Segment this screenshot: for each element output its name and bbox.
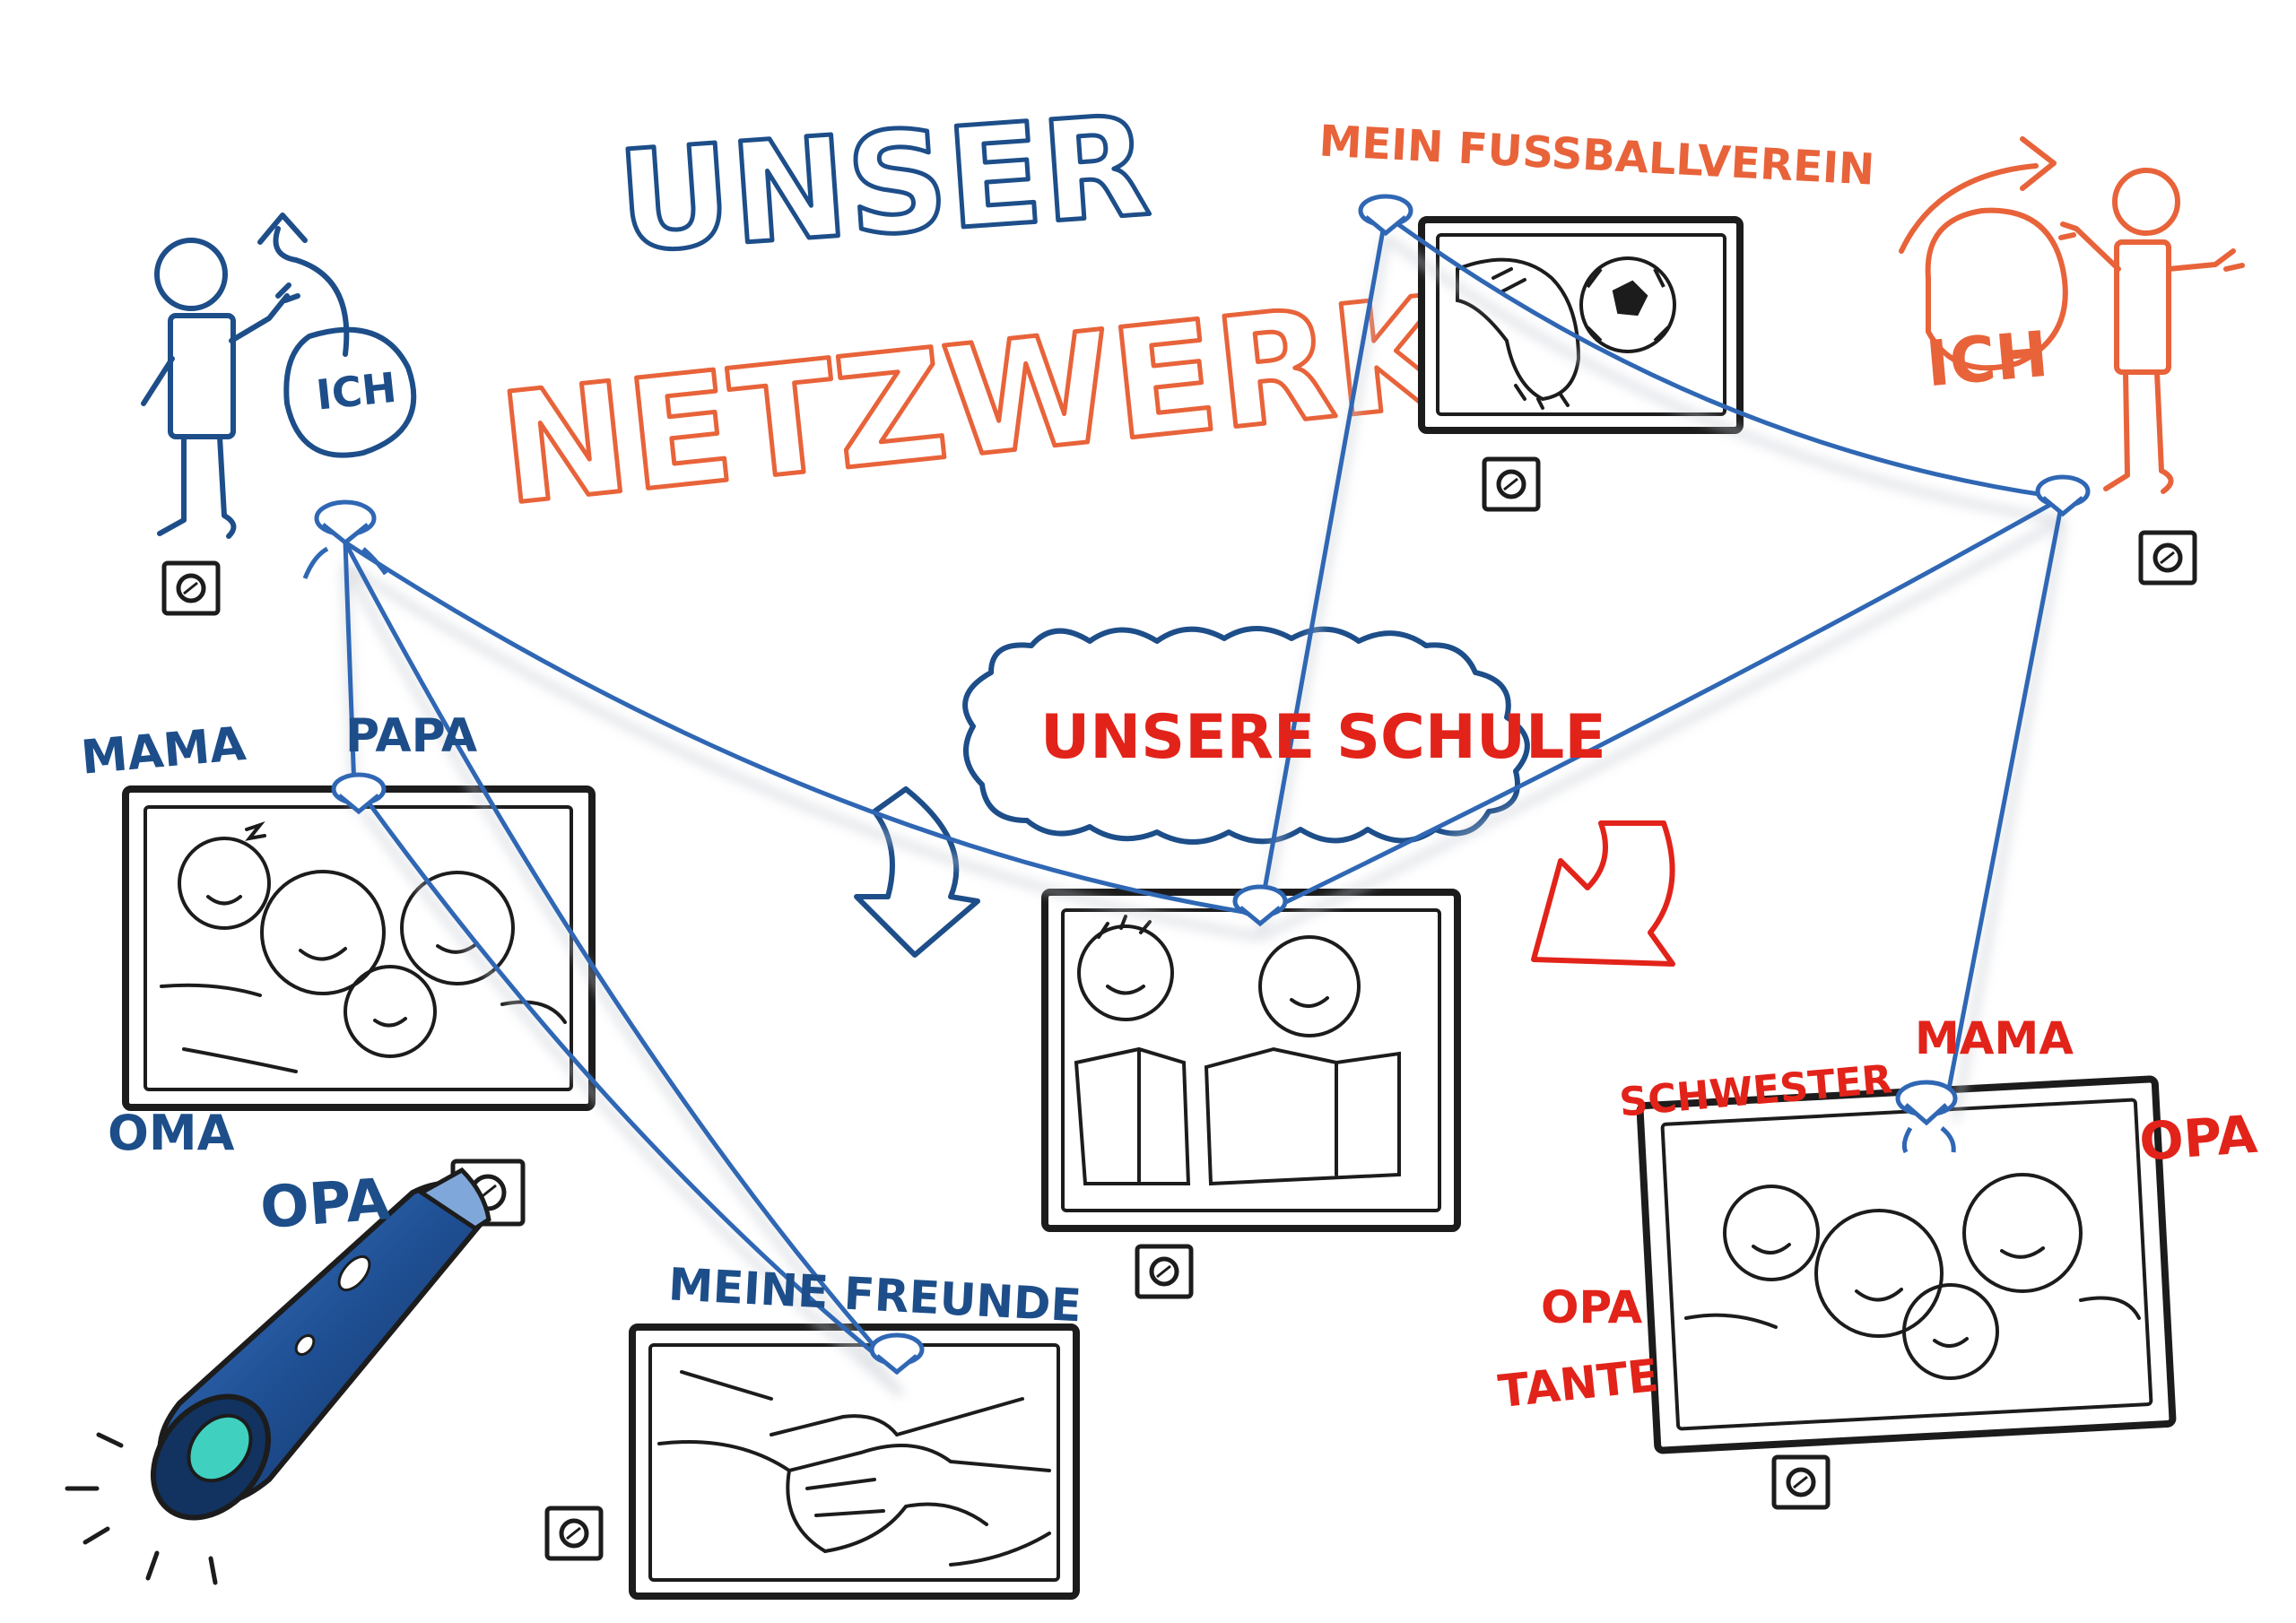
left-ich-label: ICH bbox=[314, 363, 399, 420]
left-person-arm-left bbox=[141, 356, 175, 406]
right-person-body bbox=[2114, 239, 2171, 375]
pin-icon bbox=[302, 499, 388, 579]
outlet-icon bbox=[1482, 456, 1541, 512]
football-icon bbox=[1579, 256, 1676, 353]
school-label: UNSERE SCHULE bbox=[1040, 702, 1606, 773]
pin-icon bbox=[1895, 1080, 1958, 1154]
right-ich-label: ICH bbox=[1923, 317, 2051, 402]
family-right-screen bbox=[1636, 1075, 2177, 1454]
family-right-label-mama: MAMA bbox=[1915, 1012, 2074, 1064]
strings bbox=[343, 213, 2066, 1375]
outlet-icon bbox=[544, 1506, 604, 1561]
club-label: MEIN FUSSBALLVEREIN bbox=[1318, 116, 1875, 195]
left-person-legs bbox=[157, 434, 237, 539]
flashlight-icon bbox=[65, 1167, 491, 1585]
pins bbox=[302, 194, 2091, 1376]
right-ich-bubble bbox=[1925, 207, 2068, 371]
family-right-label-tante: TANTE bbox=[1496, 1350, 1661, 1418]
string-school-to-ich-right bbox=[1257, 495, 2066, 917]
string-school-to-club bbox=[1257, 213, 1388, 917]
string-papa-to-friends bbox=[356, 786, 900, 1375]
string-ich-to-friends bbox=[343, 540, 900, 1375]
friends-label: MEINE FREUNDE bbox=[667, 1258, 1083, 1332]
pin-icon bbox=[1232, 884, 1288, 927]
left-ich-bubble bbox=[283, 326, 417, 458]
pin-icon bbox=[2035, 474, 2091, 517]
family-right-label-opa-left: OPA bbox=[1541, 1281, 1643, 1333]
right-person-head-icon bbox=[2112, 168, 2180, 236]
left-curved-arrow-icon bbox=[273, 226, 350, 357]
string-club-to-ich-right bbox=[1383, 213, 2066, 500]
right-curved-arrow-icon bbox=[1899, 163, 2039, 254]
family-left-label-opa: OPA bbox=[258, 1167, 393, 1242]
pin-icon bbox=[869, 1332, 925, 1376]
family-left-label-oma: OMA bbox=[108, 1105, 235, 1161]
left-person-arm bbox=[229, 293, 290, 343]
outlet-icon bbox=[1135, 1244, 1194, 1299]
outlet-icon bbox=[161, 560, 221, 616]
family-left-label-papa: PAPA bbox=[345, 709, 477, 763]
club-screen bbox=[1418, 216, 1744, 434]
family-right-label-opa-top: OPA bbox=[2137, 1104, 2259, 1173]
red-curved-arrow-icon bbox=[1531, 820, 1675, 967]
handshake-icon bbox=[657, 1370, 1051, 1567]
outlet-icon bbox=[2138, 530, 2197, 586]
family-left-screen bbox=[122, 785, 596, 1111]
friends-screen bbox=[629, 1324, 1080, 1600]
string-ich-to-school bbox=[343, 540, 1263, 917]
left-person bbox=[141, 213, 417, 539]
outlet-icon bbox=[1771, 1454, 1831, 1510]
school-cloud bbox=[962, 626, 1530, 845]
right-person-legs bbox=[2103, 369, 2174, 494]
left-person-body bbox=[168, 313, 236, 439]
title-line-1: UNSER bbox=[613, 85, 1155, 284]
left-person-head-icon bbox=[154, 238, 228, 311]
right-person bbox=[1899, 136, 2245, 494]
title-line-2: NETZWERK bbox=[492, 263, 1465, 540]
boot-icon bbox=[1456, 257, 1581, 410]
family-left-label-mama: MAMA bbox=[79, 717, 248, 785]
pin-icon bbox=[331, 772, 387, 815]
school-screen bbox=[1041, 889, 1461, 1232]
pin-icon bbox=[1358, 194, 1413, 237]
string-ich-right-to-family bbox=[1944, 495, 2066, 1106]
string-ich-to-papa bbox=[343, 540, 357, 792]
